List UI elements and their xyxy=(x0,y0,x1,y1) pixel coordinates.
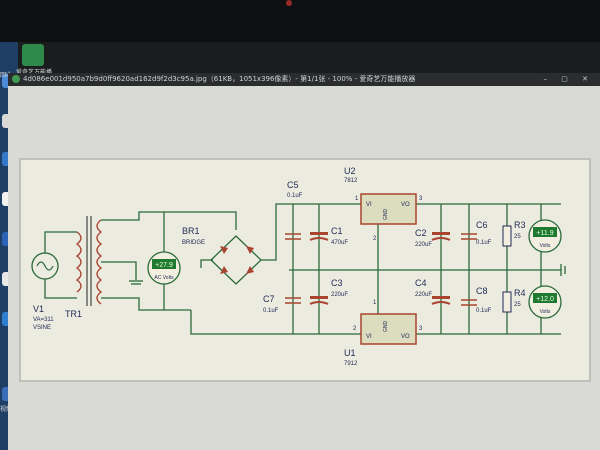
wires xyxy=(44,203,566,335)
circuit-schematic: +27.9 AC Volts BR1 BRIDGE C5 0.1uF C1 47… xyxy=(31,166,566,367)
regulator-u1-name: U1 xyxy=(344,348,356,358)
desktop-icon-label: 回收 xyxy=(0,72,13,79)
electrolytic-capacitors xyxy=(309,232,451,305)
cap-c5-name: C5 xyxy=(287,180,299,190)
player-logo-icon xyxy=(12,75,20,83)
desktop-icon-label: 视频 xyxy=(0,406,13,413)
svg-text:Volts: Volts xyxy=(540,309,551,315)
cap-c3-name: C3 xyxy=(331,278,343,288)
resistor-r3-name: R3 xyxy=(514,220,526,230)
ac-voltmeter: +27.9 AC Volts xyxy=(147,251,181,285)
cap-c3-value: 220uF xyxy=(331,292,348,298)
cap-c1-value: 470uF xyxy=(331,240,348,246)
dc-voltmeter-top: +11.9 Volts xyxy=(528,219,562,253)
cap-c4-name: C4 xyxy=(415,278,427,288)
cap-c7-value: 0.1uF xyxy=(263,308,279,314)
record-indicator-icon xyxy=(286,0,292,6)
player-app-icon[interactable] xyxy=(22,44,44,66)
resistor-r3-value: 25 xyxy=(514,234,521,240)
cap-c1-name: C1 xyxy=(331,226,343,236)
source-model: VA=311 xyxy=(33,317,54,323)
cap-c6-name: C6 xyxy=(476,220,488,230)
cap-c2-name: C2 xyxy=(415,228,427,238)
resistor-r4 xyxy=(502,291,512,313)
regulator-u1-model: 7912 xyxy=(344,361,358,367)
svg-text:VI: VI xyxy=(366,334,372,340)
cap-c7-name: C7 xyxy=(263,294,275,304)
svg-text:2: 2 xyxy=(373,236,377,242)
source-name: V1 xyxy=(33,304,44,314)
resistor-r3 xyxy=(502,225,512,247)
ac-meter-value: +27.9 xyxy=(155,262,173,269)
bridge-rectifier xyxy=(210,235,262,285)
svg-text:3: 3 xyxy=(419,326,423,332)
svg-text:1: 1 xyxy=(373,300,377,306)
bridge-name: BR1 xyxy=(182,226,200,236)
cap-c8-value: 0.1uF xyxy=(476,308,492,314)
cap-c4-value: 220uF xyxy=(415,292,432,298)
resistor-r4-name: R4 xyxy=(514,288,526,298)
svg-text:GND: GND xyxy=(383,209,389,221)
svg-text:VO: VO xyxy=(401,202,410,208)
svg-text:VI: VI xyxy=(366,202,372,208)
window-controls[interactable]: – ▢ ✕ xyxy=(543,75,594,83)
regulator-u2-model: 7812 xyxy=(344,178,358,184)
regulator-u2: VI VO GND 1 3 2 xyxy=(355,193,423,242)
svg-text:1: 1 xyxy=(355,196,359,202)
sine-icon xyxy=(36,261,54,271)
transformer-name: TR1 xyxy=(65,309,82,319)
svg-text:VO: VO xyxy=(401,334,410,340)
schematic-image: +27.9 AC Volts BR1 BRIDGE C5 0.1uF C1 47… xyxy=(19,158,591,382)
svg-text:3: 3 xyxy=(419,196,423,202)
top-bar xyxy=(0,0,600,42)
capacitor-symbols xyxy=(285,233,477,306)
resistor-r4-value: 25 xyxy=(514,302,521,308)
dc-voltmeter-bottom: +12.0 Volts xyxy=(528,285,562,319)
transformer xyxy=(75,219,103,305)
svg-text:2: 2 xyxy=(353,326,357,332)
window-title: 4d086e001d950a7b9d0ff9620ad162d9f2d3c95a… xyxy=(23,75,416,83)
svg-text:GND: GND xyxy=(383,321,389,333)
bridge-type: BRIDGE xyxy=(182,240,205,246)
cap-c2-value: 220uF xyxy=(415,242,432,248)
ac-meter-unit: AC Volts xyxy=(154,275,174,281)
source-type: VSINE xyxy=(33,325,51,331)
svg-text:Volts: Volts xyxy=(540,243,551,249)
player-app-label: 爱奇艺万能播 xyxy=(16,67,52,76)
regulator-u2-name: U2 xyxy=(344,166,356,176)
svg-text:+12.0: +12.0 xyxy=(536,296,554,303)
cap-c8-name: C8 xyxy=(476,286,488,296)
window-titlebar[interactable]: 4d086e001d950a7b9d0ff9620ad162d9f2d3c95a… xyxy=(8,73,600,86)
svg-text:+11.9: +11.9 xyxy=(536,230,553,237)
regulator-u1: VI VO GND 2 3 1 xyxy=(353,300,423,345)
cap-c5-value: 0.1uF xyxy=(287,193,303,199)
cap-c6-value: 0.1uF xyxy=(476,240,492,246)
